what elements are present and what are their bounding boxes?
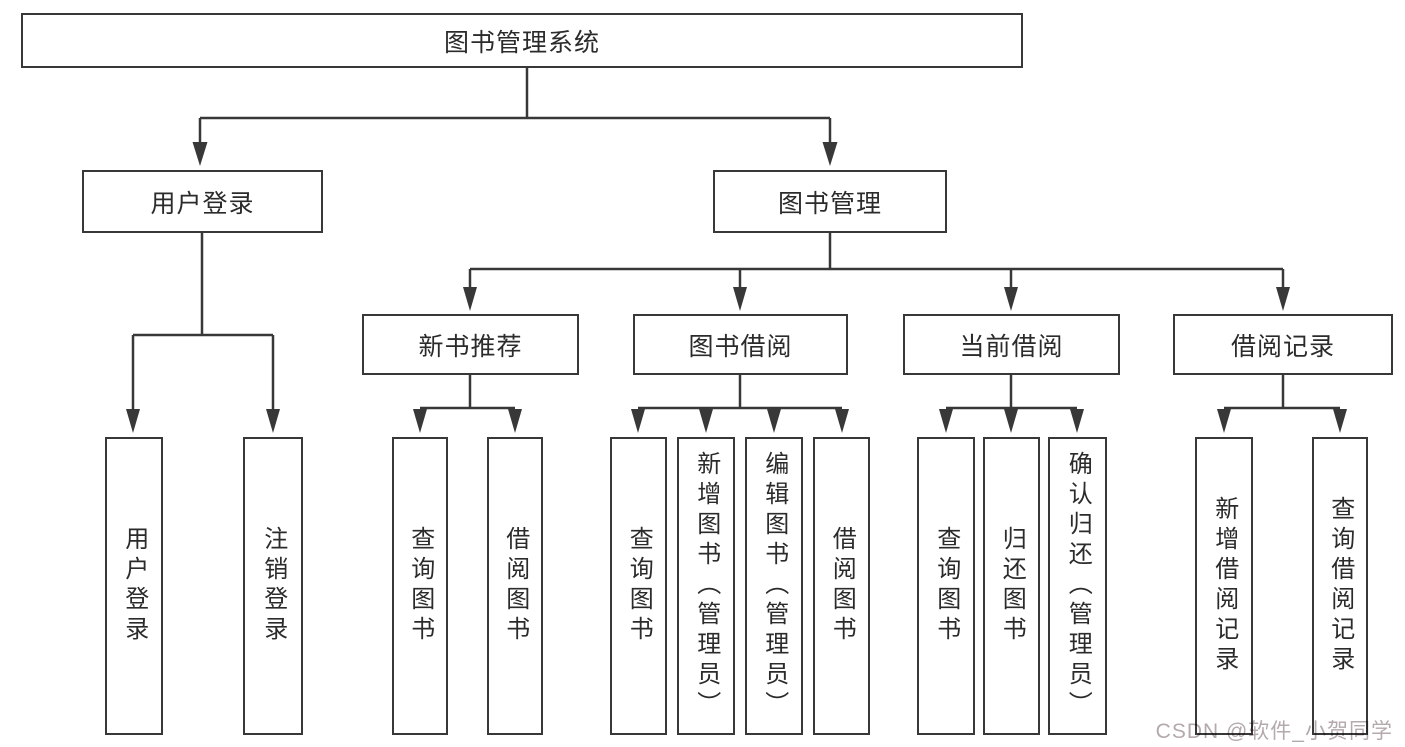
leaf-borrow-add-book-label: 新增图书（管理员） bbox=[692, 451, 720, 721]
node-book-management: 图书管理 bbox=[713, 170, 947, 233]
leaf-logout: 注销登录 bbox=[243, 437, 303, 735]
leaf-current-query-book: 查询图书 bbox=[917, 437, 975, 735]
edge-new-book-recommend-to-leaves bbox=[413, 375, 522, 433]
edge-user-login-to-leaves bbox=[126, 233, 280, 433]
leaf-borrow-edit-book-label: 编辑图书（管理员） bbox=[760, 451, 788, 721]
edge-current-borrow-to-leaves bbox=[939, 375, 1084, 433]
node-root: 图书管理系统 bbox=[21, 13, 1023, 68]
leaf-recommend-query-book: 查询图书 bbox=[392, 437, 448, 735]
leaf-current-confirm-return: 确认归还（管理员） bbox=[1048, 437, 1107, 735]
csdn-watermark: CSDN @软件_小贺同学 bbox=[1155, 720, 1393, 743]
edge-borrow-records-to-leaves bbox=[1217, 375, 1347, 433]
leaf-user-login: 用户登录 bbox=[105, 437, 163, 735]
edge-book-borrow-to-leaves bbox=[631, 375, 849, 433]
leaf-user-login-label: 用户登录 bbox=[120, 526, 148, 646]
leaf-borrow-borrow-book: 借阅图书 bbox=[813, 437, 870, 735]
node-book-borrow: 图书借阅 bbox=[633, 314, 848, 375]
leaf-borrow-add-book: 新增图书（管理员） bbox=[677, 437, 735, 735]
node-borrow-records: 借阅记录 bbox=[1173, 314, 1393, 375]
leaf-records-query-record: 查询借阅记录 bbox=[1312, 437, 1368, 735]
node-user-login: 用户登录 bbox=[82, 170, 323, 233]
leaf-records-add-record: 新增借阅记录 bbox=[1195, 437, 1253, 735]
leaf-current-confirm-return-label: 确认归还（管理员） bbox=[1064, 451, 1092, 721]
leaf-borrow-query-book-label: 查询图书 bbox=[625, 526, 653, 646]
leaf-recommend-borrow-book: 借阅图书 bbox=[487, 437, 543, 735]
leaf-records-add-record-label: 新增借阅记录 bbox=[1210, 496, 1238, 676]
edge-book-management-to-level3 bbox=[463, 233, 1290, 311]
leaf-recommend-borrow-book-label: 借阅图书 bbox=[501, 526, 529, 646]
node-user-login-label: 用户登录 bbox=[150, 189, 255, 218]
leaf-recommend-query-book-label: 查询图书 bbox=[406, 526, 434, 646]
leaf-current-return-book: 归还图书 bbox=[983, 437, 1040, 735]
node-current-borrow: 当前借阅 bbox=[903, 314, 1120, 375]
leaf-current-return-book-label: 归还图书 bbox=[998, 526, 1026, 646]
leaf-borrow-borrow-book-label: 借阅图书 bbox=[828, 526, 856, 646]
node-borrow-records-label: 借阅记录 bbox=[1230, 332, 1335, 361]
node-current-borrow-label: 当前借阅 bbox=[959, 332, 1064, 361]
node-new-book-recommend: 新书推荐 bbox=[362, 314, 579, 375]
edge-root-to-level2 bbox=[192, 68, 838, 166]
node-book-management-label: 图书管理 bbox=[777, 189, 882, 218]
leaf-records-query-record-label: 查询借阅记录 bbox=[1326, 496, 1354, 676]
node-book-borrow-label: 图书借阅 bbox=[688, 332, 793, 361]
node-new-book-recommend-label: 新书推荐 bbox=[418, 332, 523, 361]
leaf-current-query-book-label: 查询图书 bbox=[932, 526, 960, 646]
leaf-borrow-query-book: 查询图书 bbox=[610, 437, 667, 735]
leaf-logout-label: 注销登录 bbox=[259, 526, 287, 646]
node-root-label: 图书管理系统 bbox=[443, 28, 600, 57]
leaf-borrow-edit-book: 编辑图书（管理员） bbox=[745, 437, 803, 735]
